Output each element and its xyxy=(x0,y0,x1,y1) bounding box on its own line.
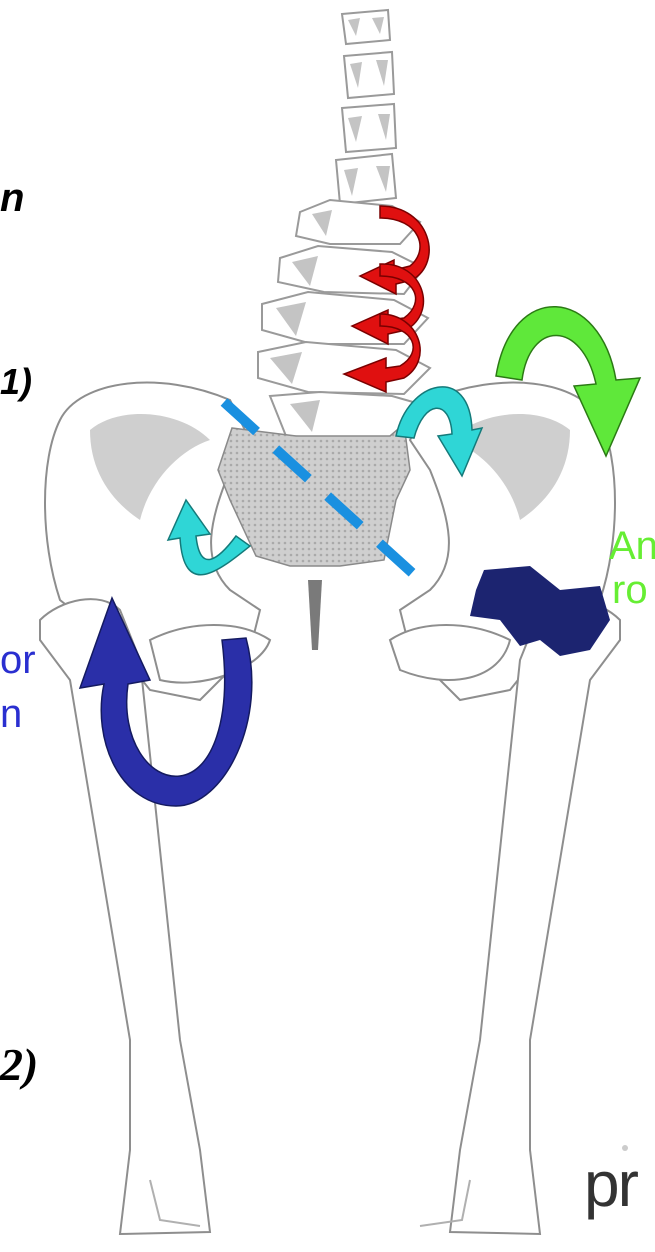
bottom-text-fragment: 2) xyxy=(0,1042,38,1088)
blue-label-line-1: or xyxy=(0,640,36,680)
blue-label-line-2: n xyxy=(0,694,22,734)
green-label-line-2: ro xyxy=(612,570,648,610)
vertebra-icon xyxy=(336,154,396,204)
top-text-fragment: n xyxy=(0,178,24,218)
vertebra-icon xyxy=(344,52,394,98)
vertebra-icon xyxy=(342,10,390,44)
femur-icon xyxy=(420,599,620,1234)
mid-text-fragment: 1) xyxy=(0,364,32,400)
vertebra-icon xyxy=(342,104,396,152)
logo-text: pr xyxy=(584,1152,637,1216)
green-label-line-1: An xyxy=(609,526,655,566)
